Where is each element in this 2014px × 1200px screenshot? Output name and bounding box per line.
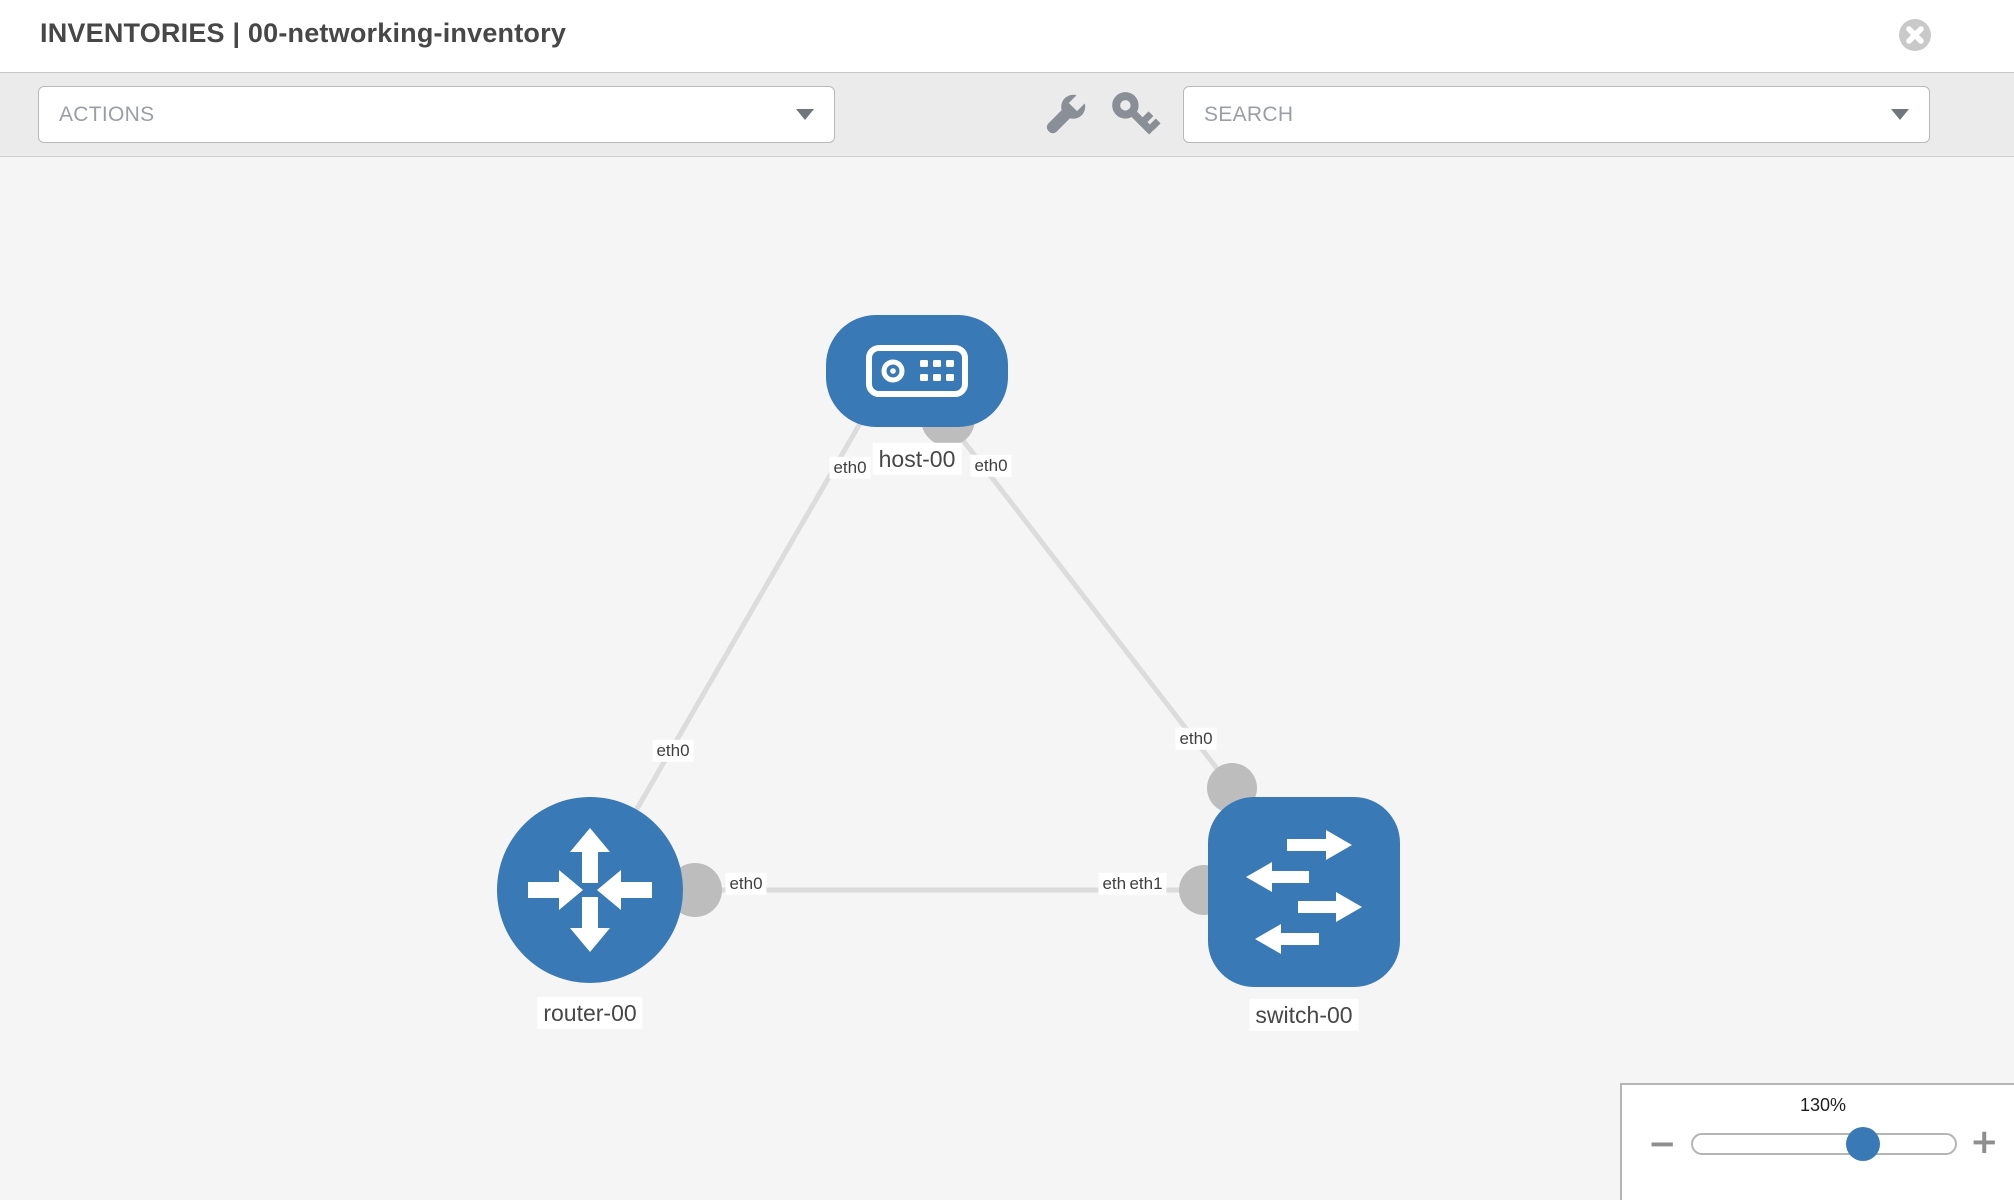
switch-arrows-icon xyxy=(1246,830,1362,954)
node-label-host: host-00 xyxy=(872,442,962,476)
topology-toolbar: ACTIONS SEARCH xyxy=(0,72,2014,157)
node-switch-00[interactable] xyxy=(1208,797,1400,987)
actions-dropdown-label: ACTIONS xyxy=(59,102,155,126)
port-label-host-eth0-right: eth0 xyxy=(970,454,1012,478)
port-label-switch-eth0: eth0 xyxy=(1175,727,1217,751)
chevron-down-icon xyxy=(796,109,814,120)
zoom-in-button[interactable]: + xyxy=(1970,1122,1999,1162)
node-label-switch: switch-00 xyxy=(1249,998,1359,1032)
zoom-slider-handle[interactable] xyxy=(1846,1127,1880,1161)
link-host-switch[interactable] xyxy=(943,415,1234,790)
port-label-switch-eth1: eth1 xyxy=(1125,872,1167,896)
port-label-host-eth0-left: eth0 xyxy=(829,456,871,480)
breadcrumb-header: INVENTORIES | 00-networking-inventory xyxy=(0,0,2014,72)
port-label-router-eth0: eth0 xyxy=(725,872,767,896)
chevron-down-icon xyxy=(1891,109,1909,120)
port-label-router-eth0-uplink: eth0 xyxy=(652,739,694,763)
server-icon xyxy=(866,345,968,397)
configure-wrench-button[interactable] xyxy=(1037,87,1093,143)
page-title: INVENTORIES | 00-networking-inventory xyxy=(40,18,567,48)
router-arrows-icon xyxy=(528,828,652,952)
node-host-00[interactable] xyxy=(826,315,1008,427)
key-icon xyxy=(1112,92,1161,135)
credentials-key-button[interactable] xyxy=(1107,87,1163,143)
search-dropdown[interactable]: SEARCH xyxy=(1183,86,1930,143)
topology-canvas[interactable]: host-00 router-00 switch-00 eth0 eth0 et… xyxy=(0,157,2014,1200)
node-router-00[interactable] xyxy=(497,797,683,983)
actions-dropdown[interactable]: ACTIONS xyxy=(38,86,835,143)
zoom-slider-track[interactable] xyxy=(1691,1133,1957,1155)
node-label-router: router-00 xyxy=(537,996,643,1030)
wrench-icon xyxy=(1046,89,1091,134)
zoom-out-button[interactable]: − xyxy=(1648,1124,1677,1164)
search-dropdown-label: SEARCH xyxy=(1204,102,1294,126)
close-icon[interactable] xyxy=(1897,17,1933,53)
zoom-level-value: 130% xyxy=(1799,1095,1847,1115)
